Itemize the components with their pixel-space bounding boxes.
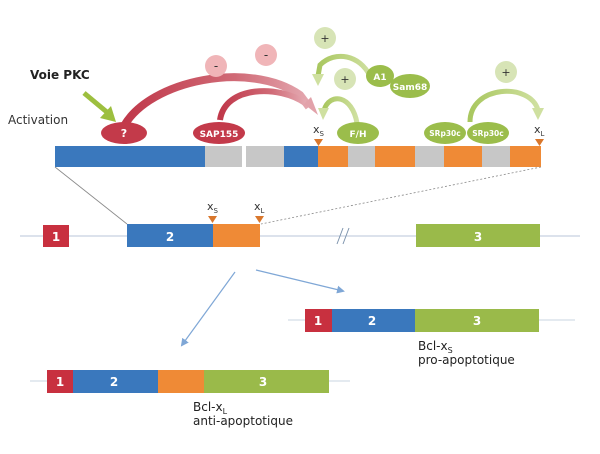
bclxs-exon2 <box>332 309 415 332</box>
svg-text:+: + <box>501 66 510 79</box>
xs-label-top: xS <box>313 123 325 138</box>
srp30c-label-2: SRp30c <box>472 129 503 138</box>
sap155-oval <box>193 122 245 144</box>
gene-exon2 <box>127 224 213 247</box>
unknown-factor-label: ? <box>121 127 127 140</box>
unknown-factor-oval <box>101 122 147 144</box>
exon2-segment <box>55 146 205 167</box>
svg-text:-: - <box>264 48 268 62</box>
pkc-arrow-shaft <box>82 91 110 115</box>
xl-label-top: xL <box>534 123 545 138</box>
plus-sign-1 <box>314 27 336 49</box>
gene-break-mark-2 <box>342 227 350 245</box>
svg-text:-: - <box>214 59 218 73</box>
bclxs-description: pro-apoptotique <box>418 353 515 367</box>
plus-sign-3 <box>495 61 517 83</box>
svg-text:1: 1 <box>56 375 64 389</box>
alt-exon-segment-4 <box>510 146 541 167</box>
srp30c-label-1: SRp30c <box>429 129 460 138</box>
srp30c-arc <box>467 88 541 123</box>
arrow-to-bclxs <box>255 269 345 294</box>
xs-site-marker-top <box>314 139 323 146</box>
xs-label-gene: xS <box>207 200 219 215</box>
svg-text:1: 1 <box>314 314 322 328</box>
pkc-arrow-head <box>100 106 116 122</box>
bclxs-exon1 <box>305 309 332 332</box>
gene-alt-exon <box>213 224 260 247</box>
a1-label: A1 <box>373 73 386 83</box>
plus-sign-2 <box>334 68 356 90</box>
activation-label: Activation <box>8 113 68 127</box>
gene-exon2-label: 2 <box>166 230 174 244</box>
srp30c-oval-2 <box>467 122 509 144</box>
fh-arc <box>321 96 360 124</box>
gene-exon3 <box>416 224 540 247</box>
intronic-segment-4 <box>415 146 444 167</box>
zoom-connector-left <box>54 166 128 225</box>
alt-exon-segment-2 <box>375 146 415 167</box>
bclxl-exon1 <box>47 370 73 393</box>
alt-exon-segment-3 <box>444 146 482 167</box>
bclxl-name: Bcl-xL <box>193 400 228 416</box>
svg-text:2: 2 <box>110 375 118 389</box>
svg-text:+: + <box>320 32 329 45</box>
xl-label-gene: xL <box>254 200 265 215</box>
sap155-arc <box>217 88 307 121</box>
intronic-segment-3 <box>348 146 375 167</box>
sam68-label: Sam68 <box>393 83 427 93</box>
a1-arc-head <box>312 74 324 86</box>
alt-exon-segment-1 <box>318 146 348 167</box>
xs-site-marker-gene <box>208 216 217 223</box>
exon2-tail-segment <box>284 146 318 167</box>
sam68-oval <box>390 74 430 98</box>
xl-site-marker-gene <box>255 216 264 223</box>
fh-arc-head <box>318 108 329 120</box>
intronic-segment-2 <box>246 146 284 167</box>
svg-text:2: 2 <box>368 314 376 328</box>
minus-sign-2 <box>255 44 277 66</box>
bclxs-exon3 <box>415 309 539 332</box>
intronic-segment-1 <box>205 146 242 167</box>
unknown-factor-arc <box>120 73 313 129</box>
bclxs-name: Bcl-xS <box>418 339 453 355</box>
gene-break-mark-1 <box>336 227 344 245</box>
bclxl-alt-exon <box>158 370 204 393</box>
bclxl-description: anti-apoptotique <box>193 414 293 428</box>
srp30c-arc-head <box>532 108 544 120</box>
bclxl-exon2 <box>73 370 158 393</box>
pre-mrna-detail-bar <box>55 146 541 167</box>
gene-exon3-label: 3 <box>474 230 482 244</box>
gene-exon1 <box>43 225 69 247</box>
fh-label: F/H <box>350 130 367 140</box>
srp30c-oval-1 <box>424 122 466 144</box>
a1-arc <box>315 54 373 78</box>
unknown-arc-head <box>304 97 318 115</box>
svg-text:3: 3 <box>473 314 481 328</box>
svg-text:+: + <box>340 73 349 86</box>
sap155-label: SAP155 <box>200 130 239 140</box>
arrow-to-bclxl <box>180 271 236 347</box>
voie-pkc-label: Voie PKC <box>30 68 90 82</box>
minus-sign-1 <box>205 55 227 77</box>
xl-site-marker-top <box>535 139 544 146</box>
bclxl-exon3 <box>204 370 329 393</box>
intronic-segment-5 <box>482 146 510 167</box>
fh-oval <box>337 122 379 144</box>
zoom-connector-right <box>260 166 542 225</box>
gene-exon1-label: 1 <box>52 230 60 244</box>
svg-text:3: 3 <box>259 375 267 389</box>
a1-oval <box>366 65 394 87</box>
